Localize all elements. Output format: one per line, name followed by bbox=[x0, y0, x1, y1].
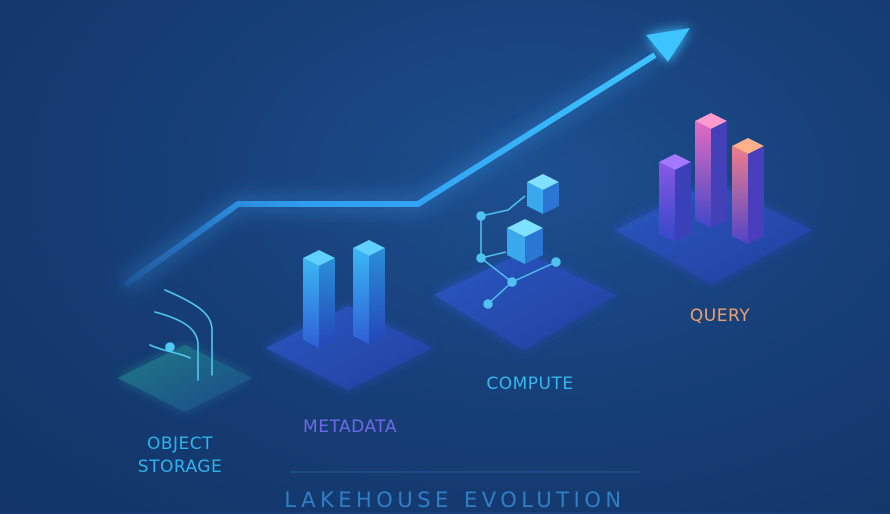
query-bar-right bbox=[732, 138, 764, 244]
compute-network-icon bbox=[476, 195, 561, 309]
query-bar-middle bbox=[695, 113, 727, 228]
stage-label-line: STORAGE bbox=[137, 457, 223, 477]
query-platform bbox=[615, 113, 812, 284]
stage-label-line: COMPUTE bbox=[486, 374, 574, 394]
metadata-bar-right bbox=[353, 240, 385, 344]
metadata-bar-left bbox=[303, 250, 335, 348]
growth-arrow bbox=[120, 28, 690, 291]
compute-cube-bottom bbox=[507, 219, 543, 264]
compute-platform bbox=[434, 174, 616, 350]
diagram-title: LAKEHOUSE EVOLUTION bbox=[284, 488, 626, 512]
stage-label-compute: COMPUTE bbox=[455, 373, 605, 396]
object-storage-platform bbox=[118, 289, 252, 412]
query-bar-left bbox=[659, 154, 691, 242]
stage-label-line: QUERY bbox=[689, 306, 751, 326]
compute-cube-top bbox=[527, 174, 559, 214]
stage-label-query: QUERY bbox=[650, 305, 790, 328]
stage-label-object-storage: OBJECT STORAGE bbox=[110, 433, 250, 479]
stage-label-line: OBJECT bbox=[146, 434, 214, 454]
stage-label-metadata: METADATA bbox=[270, 416, 430, 439]
stage-label-line: METADATA bbox=[303, 417, 397, 437]
metadata-platform bbox=[266, 240, 432, 390]
storage-wave-icon bbox=[149, 289, 213, 381]
